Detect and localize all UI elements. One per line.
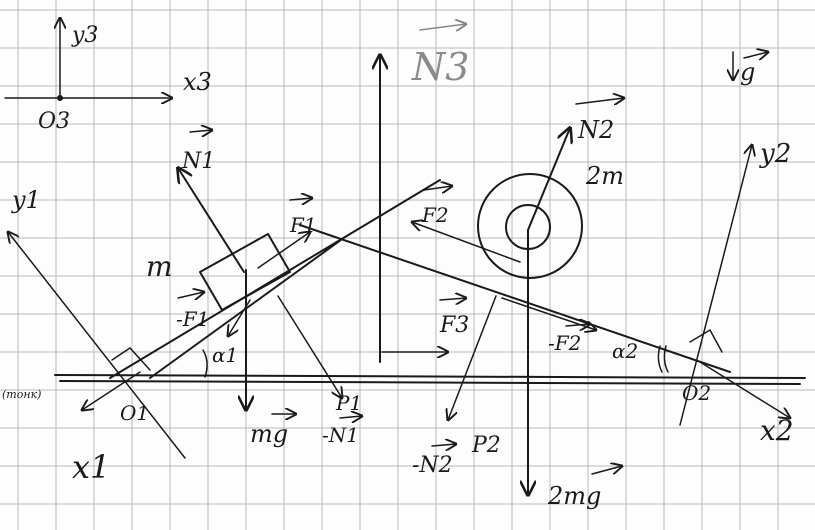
label-f1-overarrow bbox=[289, 198, 312, 200]
label-n2-overarrow bbox=[575, 98, 624, 104]
label-x2: x2 bbox=[760, 414, 794, 447]
label-p2: P2 bbox=[471, 433, 501, 458]
right-angle-right bbox=[689, 328, 723, 353]
vector-neg-f1-arrow bbox=[228, 299, 251, 336]
label-mass-2m: 2m bbox=[585, 162, 624, 190]
label-n1-overarrow bbox=[189, 130, 212, 132]
label-o2: O2 bbox=[682, 381, 711, 405]
label-f3-overarrow bbox=[439, 298, 466, 300]
vector-neg-n2-arrow bbox=[448, 295, 497, 420]
angle-alpha1-arc bbox=[202, 349, 208, 378]
label-f2-overarrow bbox=[423, 186, 452, 190]
label-neg-n1-overarrow bbox=[339, 416, 362, 418]
right-incline bbox=[299, 224, 731, 373]
label-neg-n2: -N2 bbox=[412, 453, 453, 478]
label-mass-m: m bbox=[146, 250, 173, 283]
label-neg-n1: -N1 bbox=[322, 423, 359, 447]
ground-line bbox=[54, 374, 806, 385]
label-o3: O3 bbox=[38, 109, 70, 134]
label-n1: N1 bbox=[181, 149, 215, 174]
right-angle-left bbox=[111, 347, 151, 371]
y2-axis bbox=[679, 145, 752, 426]
left-incline bbox=[109, 179, 441, 379]
x2-axis bbox=[699, 361, 790, 418]
label-g: g bbox=[740, 58, 755, 86]
origin-o3-dot bbox=[57, 95, 63, 101]
x1-axis bbox=[82, 371, 141, 410]
label-y3: y3 bbox=[71, 23, 98, 48]
label-f1: F1 bbox=[289, 213, 317, 237]
label-neg-f1: -F1 bbox=[176, 307, 209, 331]
label-g-overarrow bbox=[743, 52, 768, 58]
label-n2: N2 bbox=[577, 116, 614, 144]
label-y1: y1 bbox=[11, 186, 41, 214]
label-f2: F2 bbox=[421, 203, 449, 227]
label-edge-fragment: (тонк) bbox=[2, 388, 41, 401]
label-p1: P1 bbox=[335, 391, 362, 415]
label-neg-f2: -F2 bbox=[548, 331, 581, 355]
label-o1: O1 bbox=[120, 401, 149, 425]
axes-frame-3 bbox=[4, 18, 172, 101]
label-n3: N3 bbox=[411, 45, 469, 89]
vector-f2-arrow bbox=[412, 222, 521, 263]
label-y2: y2 bbox=[759, 139, 791, 169]
label-mg: mg bbox=[250, 420, 288, 448]
vector-f1-arrow bbox=[257, 232, 310, 269]
label-alpha1: α1 bbox=[212, 343, 238, 367]
label-neg-f2-overarrow bbox=[565, 324, 590, 326]
angle-alpha2-arc bbox=[657, 345, 669, 373]
label-x1: x1 bbox=[72, 448, 110, 486]
label-2mg: 2mg bbox=[547, 482, 601, 510]
label-neg-n2-overarrow bbox=[431, 444, 456, 446]
vector-neg-n1-arrow bbox=[277, 295, 342, 398]
label-n3-overarrow bbox=[419, 24, 466, 30]
label-alpha2: α2 bbox=[612, 339, 638, 363]
label-f3: F3 bbox=[439, 313, 469, 338]
block-m bbox=[199, 233, 291, 311]
vector-n2-arrow bbox=[527, 128, 570, 231]
label-neg-f1-overarrow bbox=[177, 292, 204, 298]
vector-n1-arrow bbox=[178, 168, 245, 273]
y1-axis bbox=[8, 232, 186, 459]
label-2mg-overarrow bbox=[591, 466, 622, 475]
label-x3: x3 bbox=[183, 68, 212, 96]
